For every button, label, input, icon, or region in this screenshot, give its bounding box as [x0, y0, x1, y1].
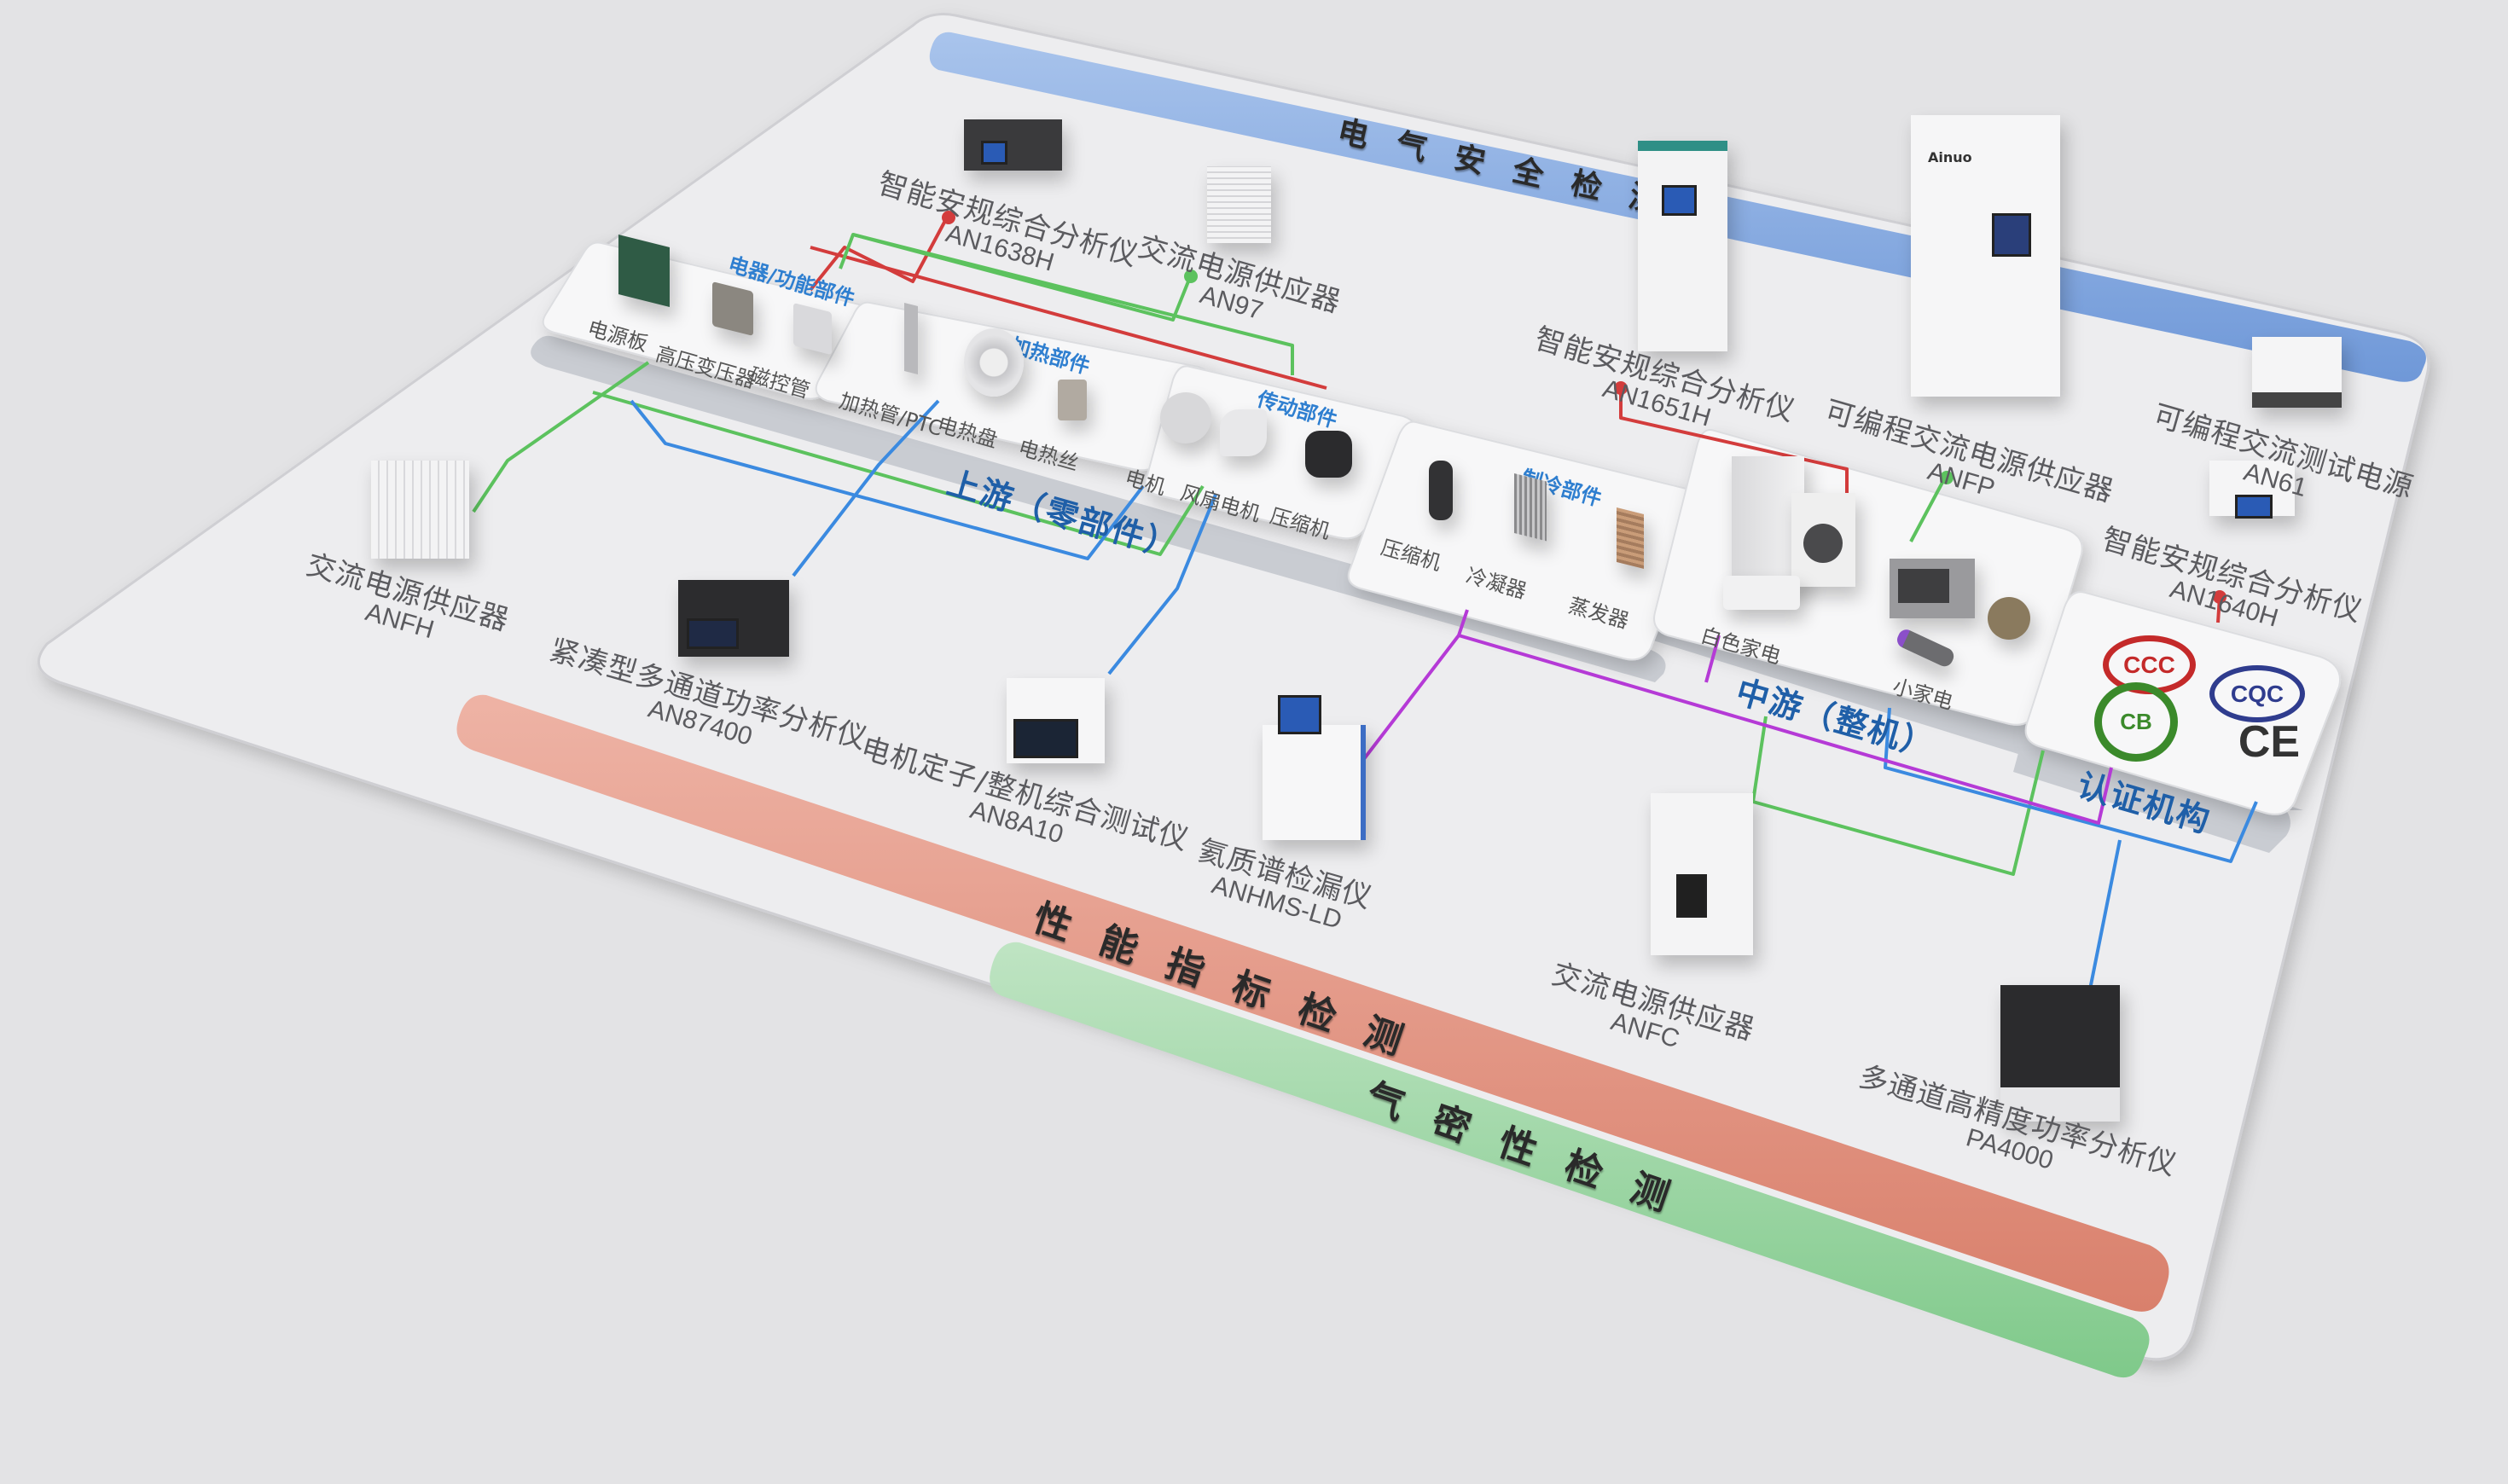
cqc-logo-icon: CQC — [2209, 665, 2305, 722]
line-purple-mid — [1704, 635, 1721, 683]
line-blue-an8a10 — [1107, 494, 1217, 675]
an97-device — [1207, 166, 1271, 243]
cb-logo-icon: CB — [2094, 682, 2178, 762]
line-red-an1651h — [1619, 388, 1849, 503]
node-an1638h — [942, 211, 955, 224]
line-green-anfc — [1751, 716, 2045, 876]
line-blue-upstream — [630, 399, 1145, 560]
washing-machine-icon — [1791, 493, 1855, 587]
line-blue-pa4000 — [1884, 707, 2258, 863]
microwave-oven-icon — [1890, 559, 1975, 618]
an87400-device — [678, 580, 789, 657]
node-anfp — [1940, 471, 1954, 484]
airtightness-band — [990, 942, 2150, 1378]
line-green-lower — [592, 391, 1205, 556]
performance-band — [456, 694, 2169, 1312]
upstream-tray — [531, 335, 1666, 682]
evaporator-icon — [1617, 507, 1644, 569]
line-green-an97 — [839, 233, 1192, 322]
heating-wire-icon — [1058, 380, 1087, 420]
anfp-device: Ainuo — [1911, 115, 2060, 397]
line-purple-main — [1458, 634, 2113, 825]
an1640h-device — [2209, 461, 2295, 519]
anfh-device — [371, 461, 469, 559]
an61-device — [2252, 337, 2342, 408]
fan-motor-icon — [1220, 409, 1267, 456]
scroll-compressor-icon — [1429, 461, 1453, 520]
power-board-icon — [618, 235, 670, 307]
certification-card — [2024, 591, 2341, 815]
heating-disk-icon — [964, 328, 1024, 397]
anhms-device — [1263, 695, 1366, 840]
node-an97 — [1184, 270, 1198, 283]
an1638h-device — [964, 119, 1062, 171]
pa4000-device — [2000, 985, 2120, 1122]
line-red-upstream — [810, 246, 1327, 390]
air-conditioner-icon — [1723, 576, 1800, 610]
node-an1651h — [1614, 381, 1628, 395]
ce-logo-icon: CE — [2238, 717, 2301, 767]
node-an1640h — [2213, 590, 2226, 604]
anfc-device — [1651, 793, 1753, 955]
heating-tube-icon — [904, 303, 918, 374]
condenser-icon — [1514, 473, 1547, 542]
compressor-icon — [1305, 431, 1352, 478]
line-blue-pa4000-drop — [2088, 839, 2122, 990]
motor-icon — [1160, 392, 1211, 443]
an1651h-device — [1638, 141, 1727, 351]
line-green-upstream — [852, 233, 1294, 375]
brand-label: Ainuo — [1928, 149, 1972, 165]
an8a10-device — [1007, 678, 1105, 763]
line-green-anfp — [1909, 477, 1947, 542]
vacuum-cleaner-icon — [1988, 597, 2030, 640]
line-blue-an87400 — [792, 399, 940, 577]
